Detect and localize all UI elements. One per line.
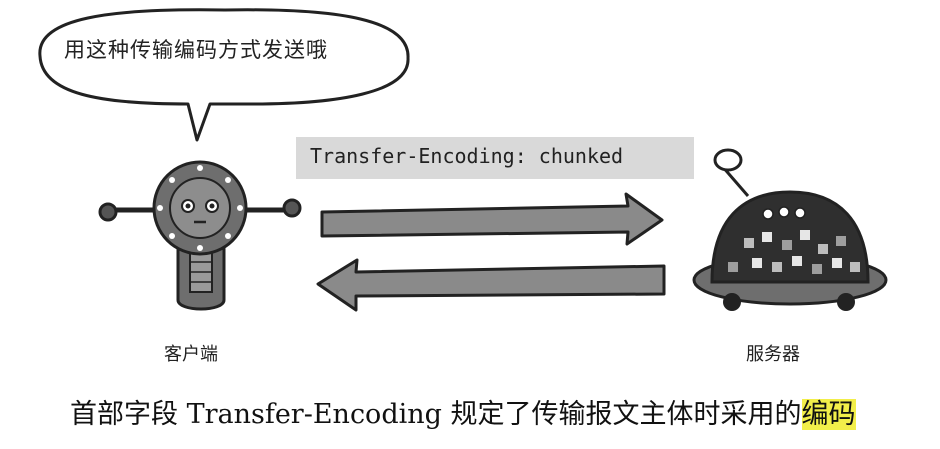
figure-caption: 首部字段 Transfer-Encoding 规定了传输报文主体时采用的编码	[70, 392, 930, 431]
client-label: 客户端	[164, 344, 218, 365]
header-field-text: Transfer-Encoding: chunked	[310, 144, 624, 168]
caption-text: 首部字段 Transfer-Encoding 规定了传输报文主体时采用的	[70, 399, 802, 430]
bubble-text: 用这种传输编码方式发送哦	[64, 38, 328, 62]
response-arrow	[316, 258, 666, 312]
caption-highlight: 编码	[801, 399, 856, 430]
request-arrow	[320, 192, 664, 246]
server-label: 服务器	[746, 344, 800, 365]
header-box	[296, 137, 694, 179]
